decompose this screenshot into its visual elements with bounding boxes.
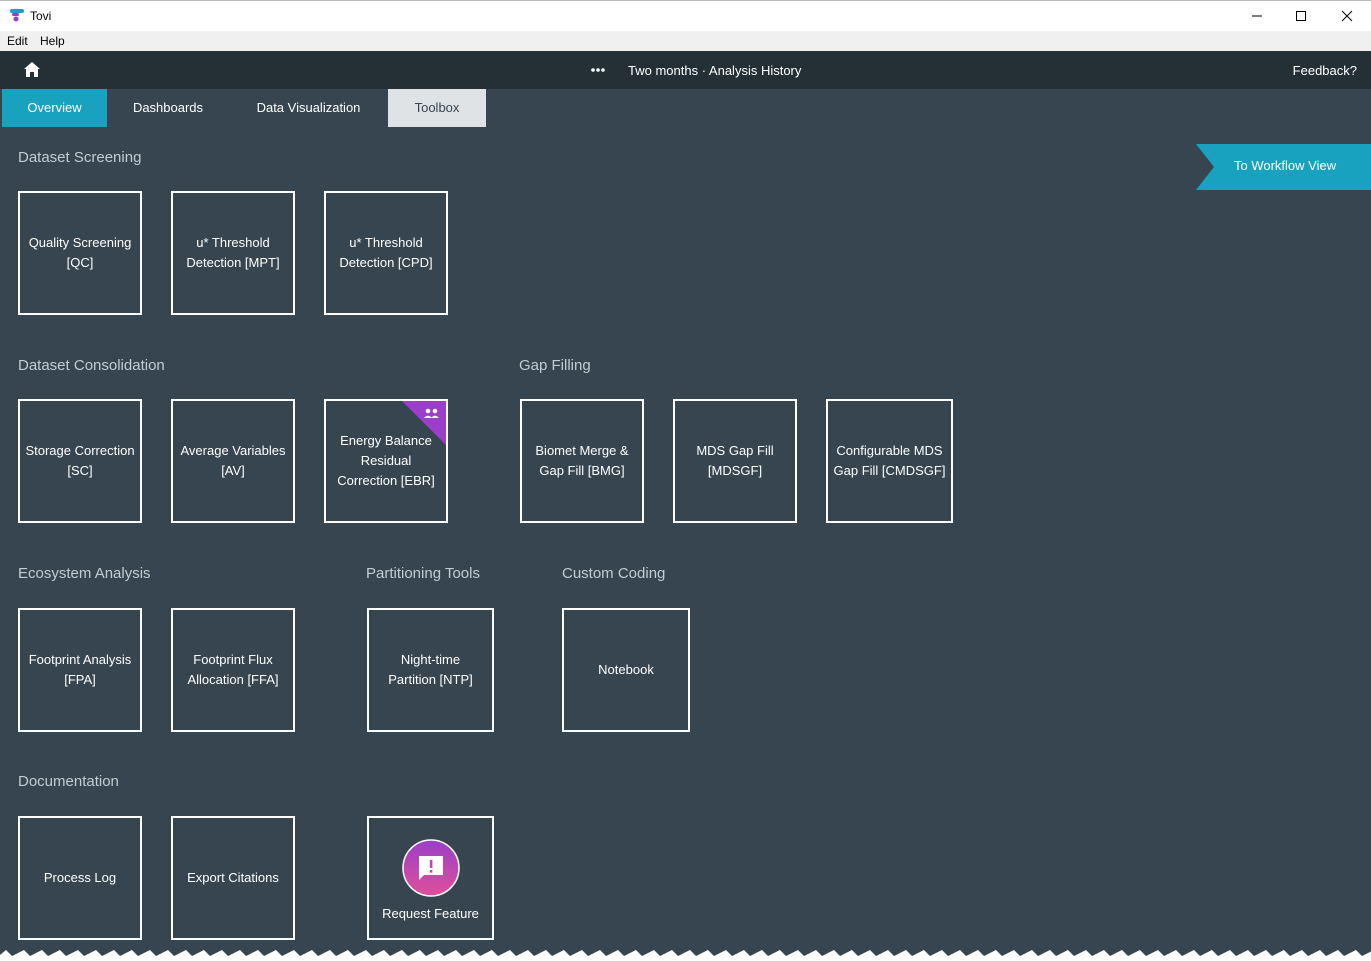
section-title-dataset-screening: Dataset Screening (18, 149, 142, 166)
tile-label: Average Variables [AV] (180, 443, 286, 478)
workflow-button-shape (1196, 144, 1371, 190)
tile-label: u* Threshold Detection [MPT] (186, 235, 280, 270)
tile-process-log[interactable]: Process Log (18, 816, 142, 940)
tile-biomet-merge-gap-fill[interactable]: Biomet Merge & Gap Fill [BMG] (520, 399, 644, 523)
tile-label: Footprint Flux Allocation [FFA] (187, 652, 279, 687)
more-icon[interactable] (590, 67, 606, 73)
menu-edit[interactable]: Edit (7, 34, 28, 48)
tile-label: Notebook (598, 662, 654, 677)
tile-ustar-threshold-mpt[interactable]: u* Threshold Detection [MPT] (171, 191, 295, 315)
tab-data-visualization[interactable]: Data Visualization (256, 100, 361, 115)
to-workflow-view-button[interactable]: To Workflow View (1196, 144, 1371, 190)
section-title-documentation: Documentation (18, 773, 119, 790)
tile-label: Footprint Analysis [FPA] (28, 652, 132, 687)
analysis-title: Two months · Analysis History (628, 63, 802, 78)
tile-average-variables[interactable]: Average Variables [AV] (171, 399, 295, 523)
tile-label: MDS Gap Fill [MDSGF] (696, 443, 774, 478)
tile-ustar-threshold-cpd[interactable]: u* Threshold Detection [CPD] (324, 191, 448, 315)
section-title-partitioning-tools: Partitioning Tools (366, 565, 480, 582)
window-title: Tovi (30, 9, 52, 23)
tile-label: Configurable MDS Gap Fill [CMDSGF] (833, 443, 946, 478)
main-content: Overview Dashboards Data Visualization T… (0, 89, 1371, 961)
tab-overview[interactable]: Overview (2, 89, 107, 127)
close-icon (1341, 10, 1353, 22)
tile-night-time-partition[interactable]: Night-time Partition [NTP] (367, 608, 494, 732)
tile-label: Night-time Partition [NTP] (388, 652, 473, 687)
tile-footprint-analysis[interactable]: Footprint Analysis [FPA] (18, 608, 142, 732)
tile-mds-gap-fill[interactable]: MDS Gap Fill [MDSGF] (673, 399, 797, 523)
maximize-button[interactable] (1278, 1, 1324, 31)
minimize-button[interactable] (1234, 1, 1280, 31)
feedback-bubble-icon (402, 839, 460, 897)
app-header: Two months · Analysis History Feedback? (0, 51, 1371, 89)
menu-bar: Edit Help (0, 31, 1371, 51)
tile-notebook[interactable]: Notebook (562, 608, 690, 732)
tile-label: Biomet Merge & Gap Fill [BMG] (535, 443, 629, 478)
tile-label: Process Log (43, 870, 117, 885)
tile-quality-screening[interactable]: Quality Screening [QC] (18, 191, 142, 315)
tile-label: Export Citations (187, 870, 279, 885)
section-title-ecosystem-analysis: Ecosystem Analysis (18, 565, 151, 582)
section-title-dataset-consolidation: Dataset Consolidation (18, 357, 165, 374)
community-badge-icon (402, 401, 446, 445)
tovi-logo-icon (10, 9, 24, 22)
tile-configurable-mds-gap-fill[interactable]: Configurable MDS Gap Fill [CMDSGF] (826, 399, 953, 523)
feedback-link[interactable]: Feedback? (1292, 63, 1357, 78)
tab-dashboards[interactable]: Dashboards (132, 100, 204, 115)
tile-export-citations[interactable]: Export Citations (171, 816, 295, 940)
workflow-button-label: To Workflow View (1234, 158, 1337, 173)
tile-label: Request Feature (382, 906, 479, 921)
section-title-custom-coding: Custom Coding (562, 565, 666, 582)
tab-toolbox[interactable]: Toolbox (388, 89, 486, 127)
section-title-gap-filling: Gap Filling (519, 357, 591, 374)
tile-label: u* Threshold Detection [CPD] (339, 235, 433, 270)
menu-help[interactable]: Help (40, 34, 65, 48)
torn-edge-decoration (0, 950, 1371, 961)
tile-label: Storage Correction [SC] (25, 443, 135, 478)
tile-request-feature[interactable]: Request Feature (367, 816, 494, 940)
close-window-button[interactable] (1324, 1, 1370, 31)
tile-storage-correction[interactable]: Storage Correction [SC] (18, 399, 142, 523)
maximize-icon (1296, 11, 1306, 21)
home-icon[interactable] (23, 61, 41, 79)
tile-label: Energy Balance Residual Correction [EBR] (337, 433, 435, 488)
tile-energy-balance-residual[interactable]: Energy Balance Residual Correction [EBR] (324, 399, 448, 523)
minimize-icon (1252, 15, 1262, 17)
tile-label: Quality Screening [QC] (28, 235, 132, 270)
window-titlebar: Tovi (0, 0, 1371, 31)
tile-footprint-flux-allocation[interactable]: Footprint Flux Allocation [FFA] (171, 608, 295, 732)
